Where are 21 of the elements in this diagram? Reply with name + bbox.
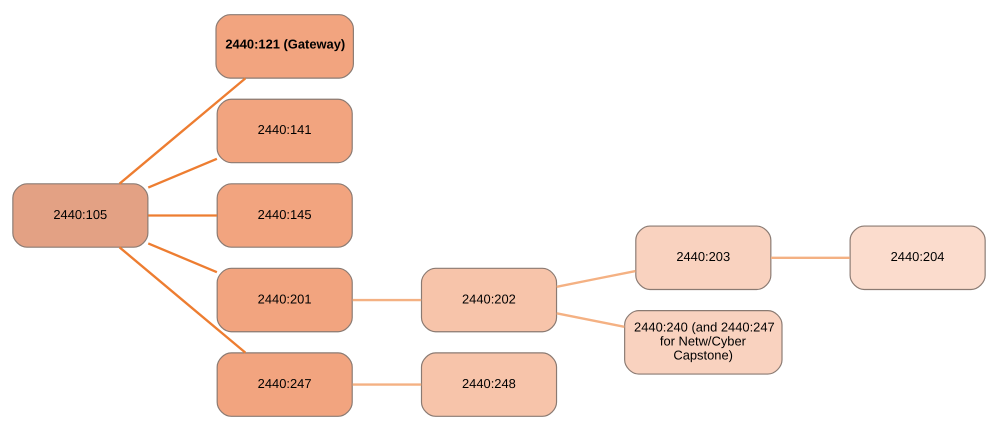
node-box: 2440:247 [216, 352, 353, 417]
node-box: 2440:248 [420, 352, 558, 417]
node-box: 2440:105 [12, 183, 148, 248]
node-box: 2440:204 [850, 225, 986, 290]
node-box: 2440:240 (and 2440:247 for Netw/Cyber Capstone) [624, 310, 783, 375]
connector [148, 242, 218, 274]
connector [148, 158, 218, 189]
connector [771, 256, 850, 259]
connector [556, 270, 636, 288]
node-box: 2440:203 [635, 225, 772, 290]
node-box: 2440:141 [216, 98, 353, 164]
node-box: 2440:121 (Gateway) [215, 14, 354, 79]
connector [118, 77, 246, 185]
connector [352, 298, 422, 302]
connector [352, 383, 422, 386]
node-box: 2440:145 [216, 183, 353, 248]
node-box: 2440:201 [216, 268, 353, 332]
connector [556, 312, 625, 328]
connector [118, 246, 246, 354]
node-box: 2440:202 [420, 268, 558, 332]
connector [148, 214, 217, 217]
